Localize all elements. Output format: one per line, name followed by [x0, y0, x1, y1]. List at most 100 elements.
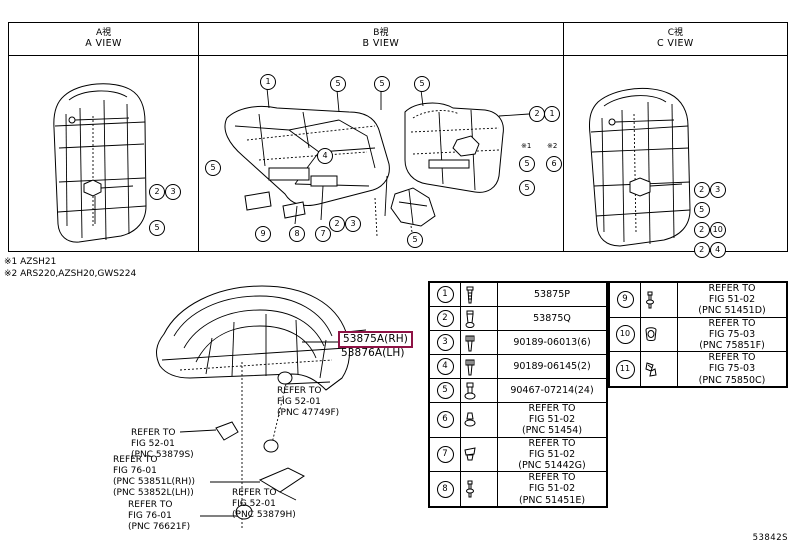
part-num-cell: 11 [609, 351, 641, 387]
view-header-a-jp: A視 [95, 28, 112, 39]
highlighted-part-number-rh[interactable]: 53875A(RH) [338, 331, 413, 348]
part-number-badge: 11 [615, 359, 635, 379]
ref-53879h-line3: (PNC 53879H) [232, 509, 296, 520]
part-ref-line1: REFER TO [528, 437, 576, 449]
view-header-a-en: A VIEW [85, 37, 122, 49]
ref-53851l-line4: (PNC 53852L(LH)) [113, 487, 194, 498]
bubble-b-5f: 5 [519, 180, 536, 196]
part-num-cell: 1 [429, 282, 461, 307]
diagram-code: 53842S [752, 533, 788, 543]
ref-callout-76621f: REFER TO FIG 76-01 (PNC 76621F) [128, 500, 190, 533]
bubble-b-9: 9 [255, 226, 272, 242]
clip-icon [645, 362, 657, 377]
views-table-header: A視 A VIEW B視 B VIEW C視 C VIEW [9, 23, 787, 56]
part-ref-line1: REFER TO [528, 403, 576, 414]
part-num-cell: 9 [609, 282, 641, 318]
bubble-c-2a: 2 [693, 182, 710, 198]
ref-53851l-line1: REFER TO [113, 455, 158, 465]
highlight-leader-line [302, 341, 340, 343]
view-a-drawing: 2 3 5 [9, 56, 198, 252]
bubble-a-3: 3 [165, 184, 181, 200]
note-line-1: ※1 AZSH21 [4, 257, 57, 267]
part-num-cell: 6 [429, 402, 461, 438]
fender-liner-a-view-svg [53, 83, 147, 243]
bubble-c-10: 10 [709, 222, 726, 238]
parts-table-left-grid: 1 53875P 2 53875Q [429, 282, 607, 507]
part-ref-line3: (PNC 51454) [521, 425, 583, 437]
table-row: 6 REFER TO FIG 51-02 (PNC 51454) [429, 402, 607, 438]
bubble-b-5b: 5 [374, 76, 391, 92]
part-number-badge: 7 [436, 445, 454, 463]
view-cell-c: 2 3 5 2 10 2 4 [564, 56, 787, 258]
part-ref-cell: REFER TO FIG 51-02 (PNC 51442G) [497, 436, 607, 473]
part-name-cell: 90189-06013(6) [497, 330, 607, 355]
part-ref-line1: REFER TO [708, 283, 756, 294]
part-name-cell: 53875P [497, 282, 607, 307]
lower-leader-lines [179, 362, 331, 530]
ref-47749f-line2: FIG 52-01 [277, 396, 321, 407]
bubble-b-5c: 5 [414, 76, 431, 92]
part-ref-cell: REFER TO FIG 75-03 (PNC 75850C) [677, 351, 787, 387]
bubble-b-5e: 5 [519, 156, 536, 172]
table-row: 10 REFER TO FIG 75-03 (PNC 75851F) [609, 316, 787, 353]
part-icon-cell [640, 282, 678, 318]
view-header-b-jp: B視 [373, 28, 389, 39]
parts-table-right: 9 REFER TO FIG 51-02 (PNC 51451D) 10 [608, 281, 788, 388]
part-ref-line3: (PNC 51451E) [518, 494, 586, 506]
part-icon-cell [640, 351, 678, 387]
table-row: 7 REFER TO FIG 51-02 (PNC 51442G) [429, 436, 607, 473]
bubble-a-5: 5 [149, 220, 165, 236]
bubble-a-2: 2 [149, 184, 165, 200]
ref-53851l-line2: FIG 76-01 [113, 465, 157, 476]
bubble-b-4: 4 [317, 148, 334, 164]
part-ref-line2: FIG 51-02 [708, 294, 756, 306]
highlighted-part-number-lh: 53876A(LH) [341, 347, 405, 359]
table-row: 3 90189-06013(6) [429, 330, 607, 355]
part-ref-line3: (PNC 75851F) [699, 340, 765, 352]
views-table: A視 A VIEW B視 B VIEW C視 C VIEW [8, 22, 788, 258]
screw-icon [466, 480, 474, 498]
part-ref-line3: (PNC 51442G) [518, 460, 586, 472]
part-icon-cell [460, 354, 498, 379]
view-header-b-en: B VIEW [362, 37, 400, 49]
star-note-2: ※2 [547, 142, 558, 150]
part-number-badge: 10 [615, 324, 635, 344]
ref-76621f-line3: (PNC 76621F) [128, 521, 191, 532]
part-num-cell: 5 [429, 378, 461, 403]
main-fender-liner-drawing [156, 285, 367, 391]
part-ref-line2: FIG 75-03 [708, 328, 756, 340]
grommet-icon [645, 327, 657, 342]
parts-table-left: 1 53875P 2 53875Q [428, 281, 608, 508]
part-ref-line2: FIG 51-02 [528, 483, 576, 495]
ref-callout-53851l: REFER TO FIG 76-01 (PNC 53851L(RH)) (PNC… [113, 455, 195, 499]
bolt-icon [465, 359, 475, 375]
bubble-b-8: 8 [289, 226, 306, 242]
part-ref-line1: REFER TO [708, 317, 756, 329]
part-ref-line2: FIG 51-02 [528, 448, 576, 460]
view-header-c-jp: C視 [667, 28, 683, 39]
part-ref-line2: FIG 51-02 [528, 414, 576, 426]
part-ref-line1: REFER TO [528, 472, 576, 484]
part-num-cell: 3 [429, 330, 461, 355]
part-icon-cell [460, 402, 498, 438]
part-ref-cell: REFER TO FIG 51-02 (PNC 51451E) [497, 471, 607, 507]
bubble-b-2b: 2 [329, 216, 346, 232]
part-icon-cell [640, 316, 678, 353]
table-row: 11 REFER TO FIG 75-03 (PNC 75850C) [609, 351, 787, 387]
part-ref-line1: REFER TO [708, 352, 756, 364]
part-num-cell: 10 [609, 316, 641, 353]
table-row: 4 90189-06145(2) [429, 354, 607, 379]
ref-47749f-line1: REFER TO [277, 386, 322, 396]
bubble-c-5: 5 [693, 202, 710, 218]
ref-53879s-line3: (PNC 53879S) [131, 449, 194, 460]
ref-53879h-line2: FIG 52-01 [232, 498, 276, 509]
table-row: 1 53875P [429, 282, 607, 307]
part-number-badge: 3 [436, 334, 454, 351]
part-ref-line3: (PNC 51451D) [698, 305, 766, 317]
parts-table-right-grid: 9 REFER TO FIG 51-02 (PNC 51451D) 10 [609, 282, 787, 387]
view-c-drawing: 2 3 5 2 10 2 4 [564, 56, 787, 258]
bubble-c-2b: 2 [693, 222, 710, 238]
ref-47749f-line3: (PNC 47749F) [277, 407, 340, 418]
bubble-b-5g: 5 [407, 232, 424, 248]
